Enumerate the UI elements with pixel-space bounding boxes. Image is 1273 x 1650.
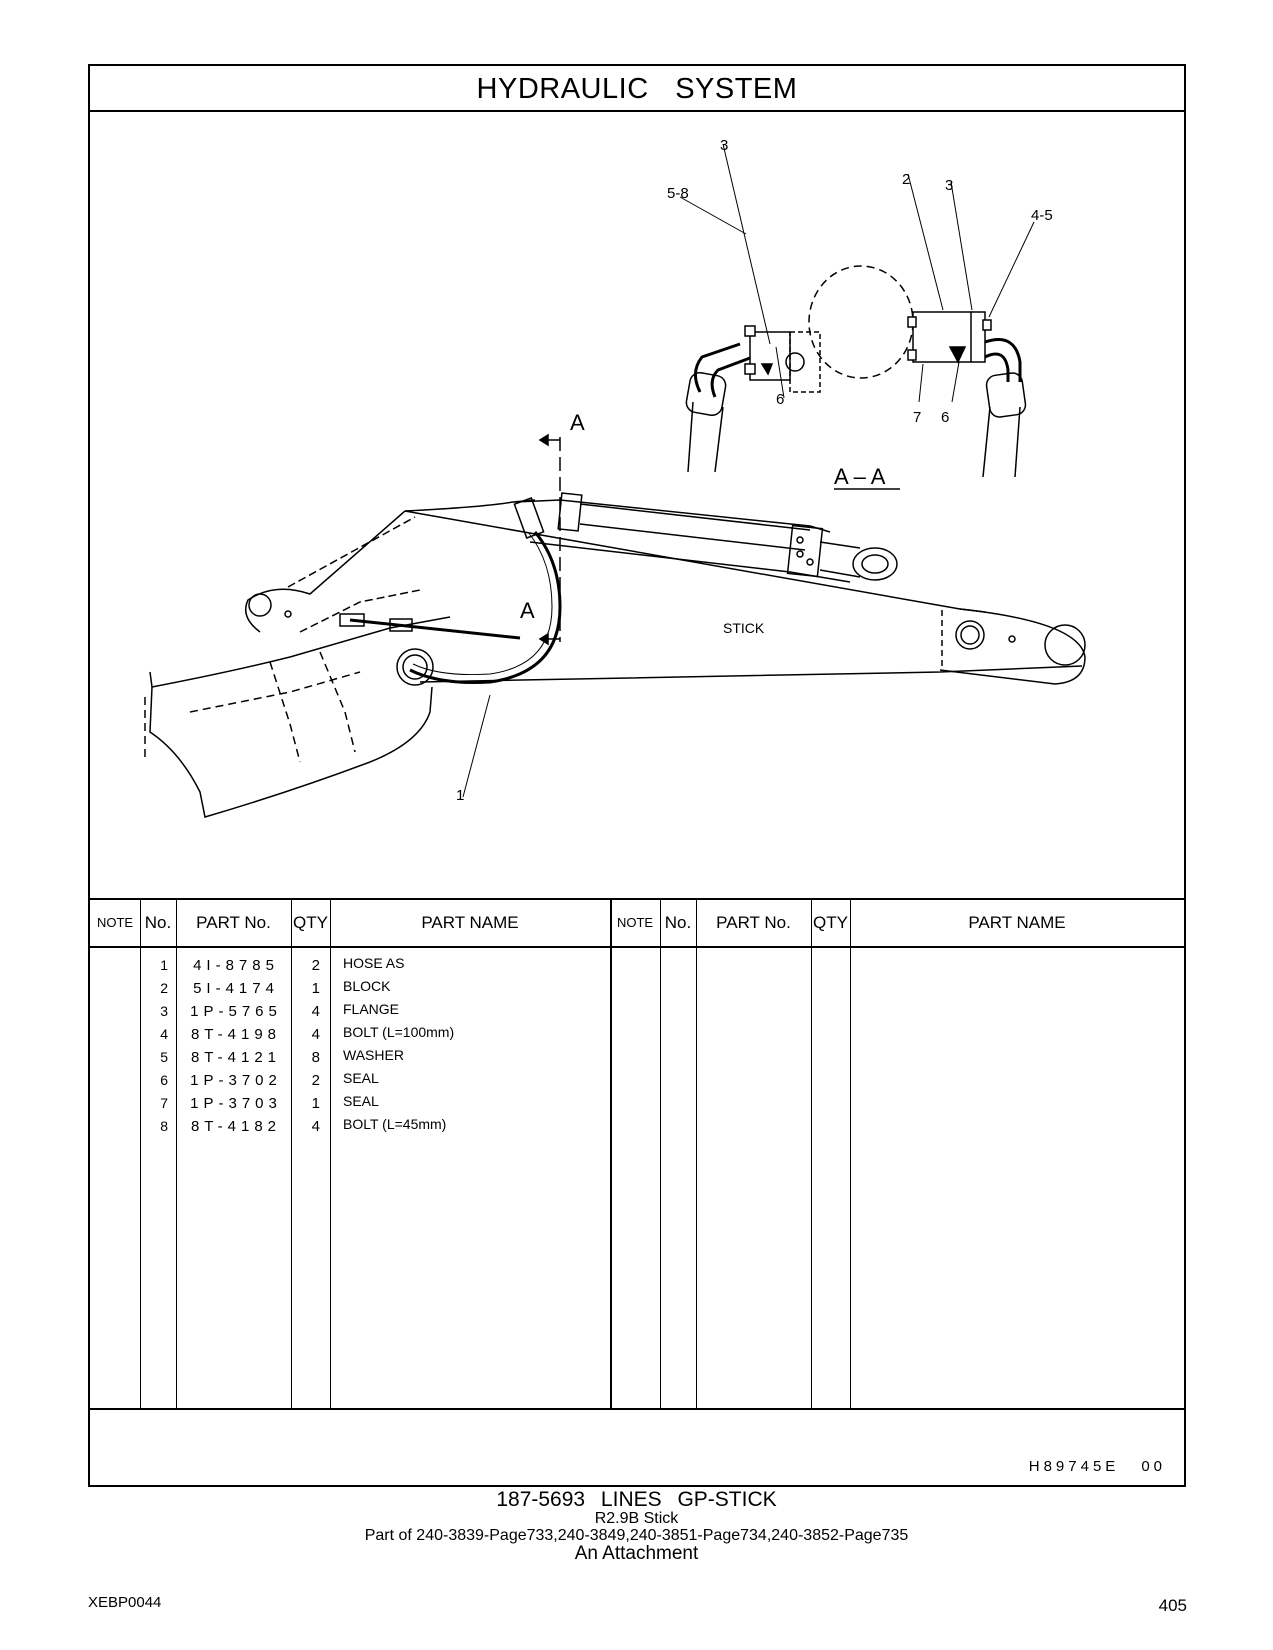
parts-frame: HYDRAULIC SYSTEM	[88, 64, 1186, 1487]
group-title: 187-5693 LINES GP-STICK	[496, 1488, 777, 1511]
page-number: 405	[1158, 1596, 1187, 1615]
hydraulic-drawing: 3 5-8 2 3 4-5 6 7 6 1 A A A – A STICK	[144, 137, 1086, 818]
callout-5-8: 5-8	[667, 185, 689, 202]
callout-2: 2	[902, 171, 910, 188]
section-label: A – A	[834, 464, 886, 489]
callout-7: 7	[913, 409, 921, 426]
callout-1: 1	[456, 787, 464, 804]
col-part-name-2: PART NAME	[968, 913, 1066, 932]
col-qty: QTY	[293, 913, 328, 932]
col-part-name: PART NAME	[421, 913, 519, 932]
model-line: R2.9B Stick	[594, 1510, 679, 1527]
arrow-label-top: A	[570, 410, 585, 435]
col-no-2: No.	[664, 913, 692, 932]
col-part-no-2: PART No.	[716, 913, 791, 932]
arrow-label-bottom: A	[520, 598, 535, 623]
callout-4-5: 4-5	[1031, 207, 1053, 224]
col-part-no: PART No.	[196, 913, 271, 932]
callout-6a: 6	[776, 391, 784, 408]
part-of-line: Part of 240-3839-Page733,240-3849,240-38…	[364, 1527, 909, 1544]
stick-label: STICK	[723, 620, 765, 636]
drawing-revision: 00	[1141, 1458, 1166, 1475]
parts-table: NOTE No. PART No. QTY PART NAME NOTE No.…	[90, 898, 1184, 1410]
callout-3b: 3	[945, 177, 953, 194]
col-note-2: NOTE	[616, 915, 654, 930]
footer: 187-5693 LINES GP-STICK R2.9B Stick Part…	[0, 1489, 1273, 1563]
callout-3a: 3	[720, 137, 728, 154]
page-title: HYDRAULIC SYSTEM	[90, 66, 1184, 112]
col-note: NOTE	[96, 915, 134, 930]
publication-code: XEBP0044	[88, 1594, 162, 1611]
attachment-line: An Attachment	[574, 1543, 699, 1564]
stick-top-edge	[404, 499, 536, 512]
col-no: No.	[144, 913, 172, 932]
col-qty-2: QTY	[813, 913, 848, 932]
callout-6b: 6	[941, 409, 949, 426]
